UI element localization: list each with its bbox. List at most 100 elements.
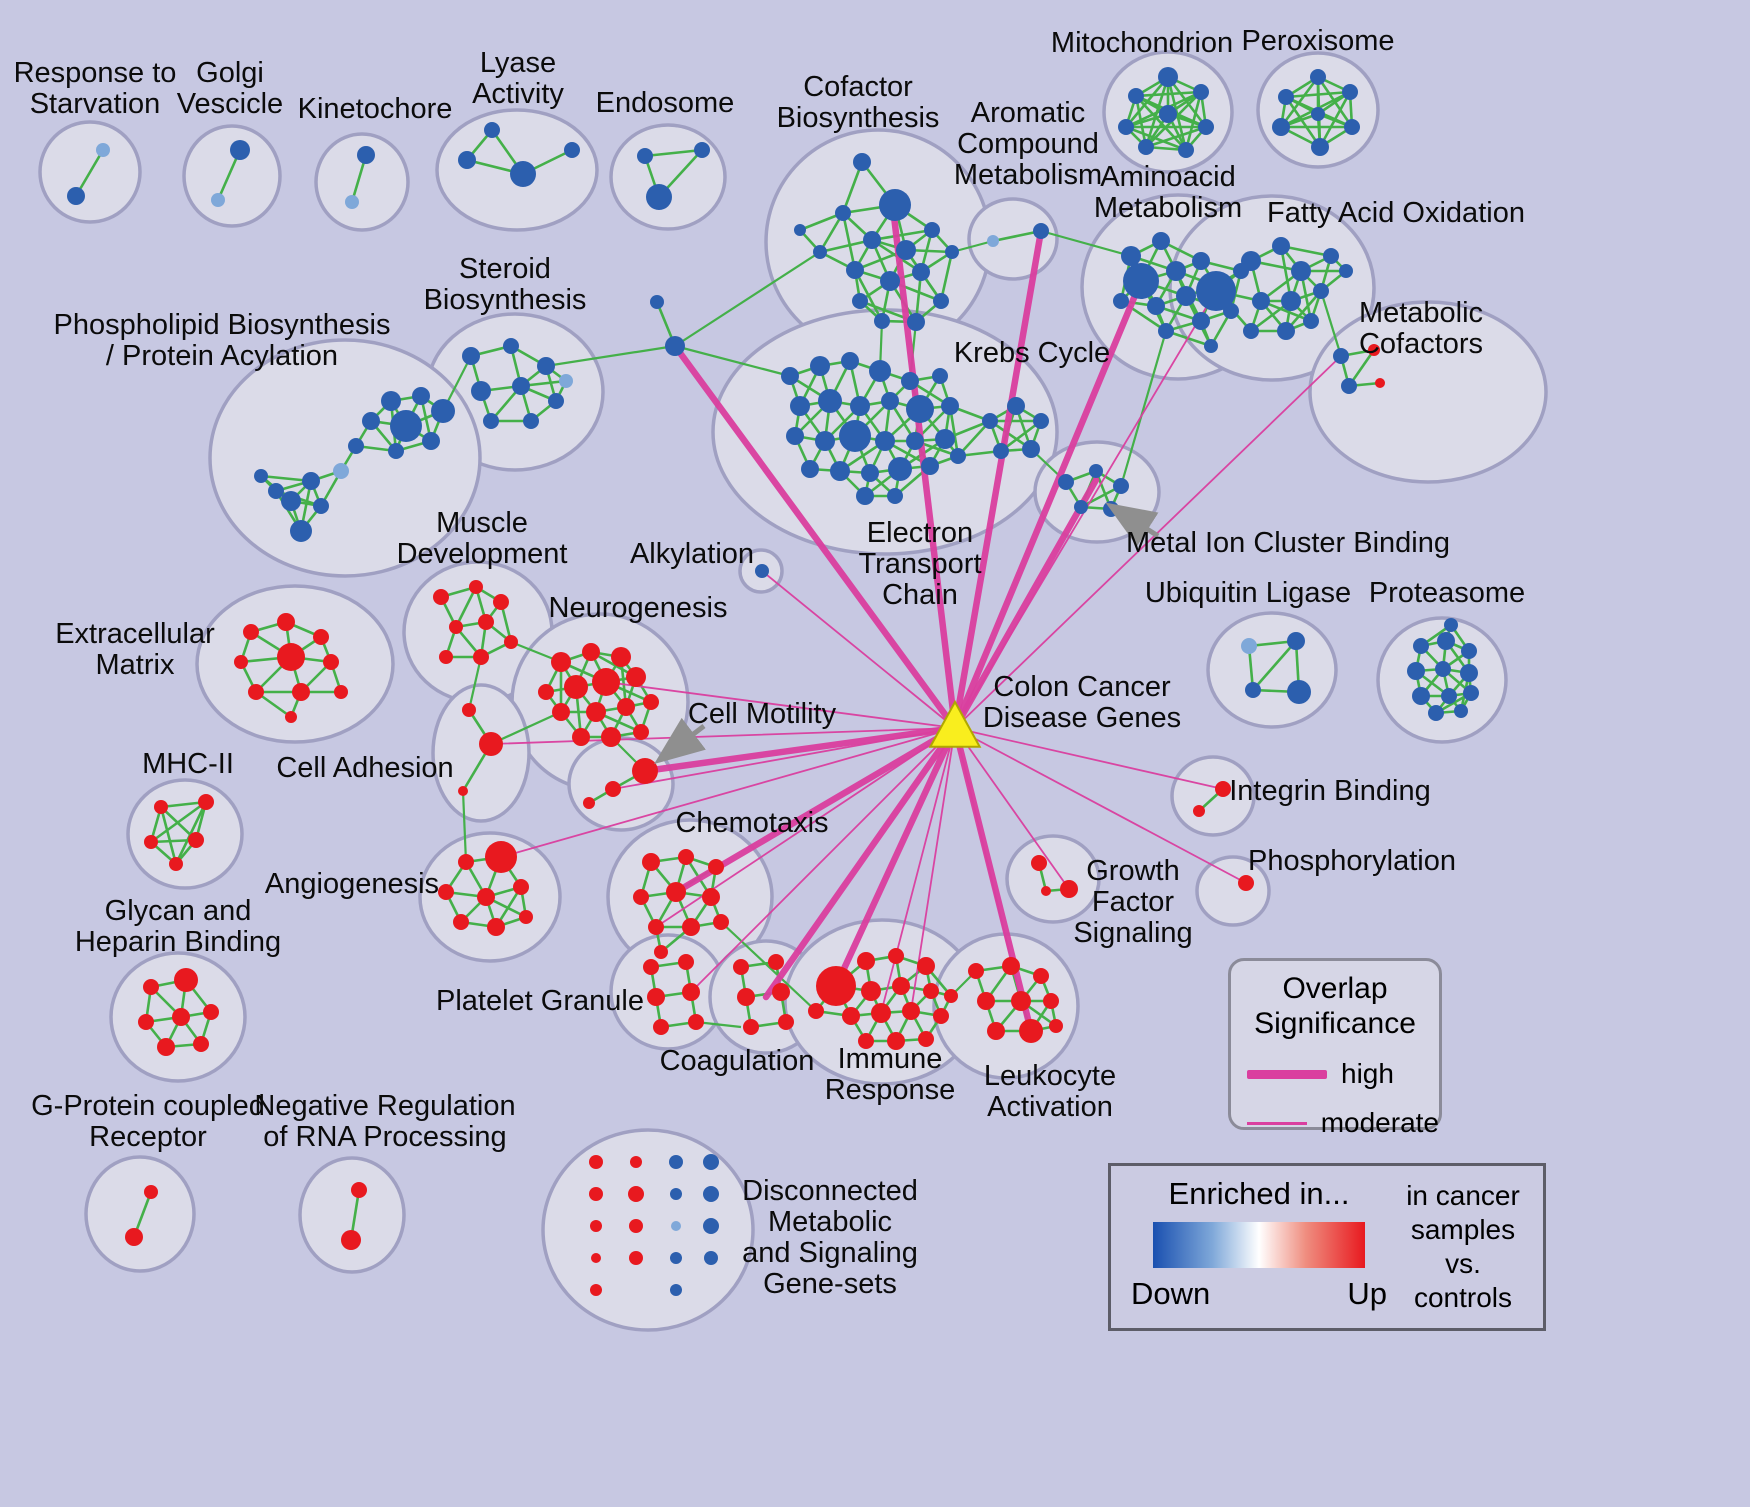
node-coagulation-2	[737, 988, 755, 1006]
node-mitochondrion-7	[1178, 142, 1194, 158]
node-phospholipid-biosynthesis-14	[254, 469, 268, 483]
node-platelet-granule-1	[678, 954, 694, 970]
node-electron-transport-chain-13	[815, 431, 835, 451]
node-peroxisome-3	[1272, 118, 1290, 136]
inter-cluster-edge	[951, 239, 994, 254]
node-cofactor-biosynthesis-14	[907, 313, 925, 331]
node-glycan-heparin-binding-2	[138, 1014, 154, 1030]
node-fatty-acid-oxidation-4	[1323, 248, 1339, 264]
node-proteasome-4	[1435, 661, 1451, 677]
node-electron-transport-chain-20	[861, 464, 879, 482]
node-alkylation-0	[755, 564, 769, 578]
cluster-bubble-mhc-ii	[126, 778, 244, 890]
node-muscle-development-1	[469, 580, 483, 594]
significance-link-high	[951, 476, 1100, 732]
node-immune-response-13	[918, 1031, 934, 1047]
node-phospholipid-biosynthesis-9	[302, 472, 320, 490]
node-fatty-acid-oxidation-1	[1241, 251, 1261, 271]
node-angiogenesis-4	[513, 879, 529, 895]
node-electron-transport-chain-6	[790, 396, 810, 416]
cluster-label-alkylation: Alkylation	[630, 538, 754, 570]
node-disconnected-gene-sets-0	[589, 1155, 603, 1169]
node-neurogenesis-13	[538, 684, 554, 700]
node-disconnected-gene-sets-2	[589, 1187, 603, 1201]
node-response-to-starvation-0	[96, 143, 110, 157]
node-disconnected-gene-sets-10	[703, 1154, 719, 1170]
node-leukocyte-activation-7	[1019, 1019, 1043, 1043]
node-electron-transport-chain-11	[941, 397, 959, 415]
node-extracellular-matrix-7	[292, 683, 310, 701]
cluster-bubble-negative-regulation-rna-processing	[298, 1156, 406, 1274]
node-peroxisome-5	[1344, 119, 1360, 135]
significance-link-high	[762, 724, 959, 1001]
cluster-bubble-disconnected-gene-sets	[541, 1128, 755, 1332]
gene-set-edge	[1184, 91, 1203, 151]
node-chemotaxis-3	[633, 889, 649, 905]
node-cofactor-biosynthesis-15	[794, 224, 806, 236]
gene-set-edge	[150, 800, 207, 844]
node-metal-ion-cluster-binding-2	[1113, 478, 1129, 494]
node-disconnected-gene-sets-12	[703, 1186, 719, 1202]
node-coagulation-1	[768, 954, 784, 970]
node-immune-response-15	[808, 1003, 824, 1019]
node-neurogenesis-11	[633, 724, 649, 740]
node-fatty-acid-oxidation-3	[1291, 261, 1311, 281]
node-muscle-development-2	[493, 594, 509, 610]
cluster-bubble-phosphorylation	[1195, 855, 1271, 927]
gene-set-edge	[1284, 96, 1322, 148]
node-immune-response-12	[887, 1032, 905, 1050]
gene-set-edge	[644, 148, 703, 158]
node-cell-motility-2	[583, 797, 595, 809]
node-cofactor-biosynthesis-11	[813, 245, 827, 259]
moderate-significance-line	[1247, 1121, 1307, 1125]
node-extracellular-matrix-3	[234, 655, 248, 669]
node-glycan-heparin-binding-6	[193, 1036, 209, 1052]
node-platelet-granule-3	[682, 983, 700, 1001]
node-muscle-development-6	[439, 650, 453, 664]
node-immune-response-9	[902, 1002, 920, 1020]
cluster-bubble-integrin-binding	[1170, 755, 1256, 837]
node-leukocyte-activation-8	[1049, 1019, 1063, 1033]
node-neurogenesis-7	[586, 702, 606, 722]
significance-link-moderate	[954, 727, 1247, 884]
node-phospholipid-biosynthesis-13	[290, 520, 312, 542]
node-electron-transport-chain-29	[993, 443, 1009, 459]
node-electron-transport-chain-18	[801, 460, 819, 478]
significance-link-moderate	[690, 727, 956, 993]
cluster-label-cell-motility: Cell Motility	[688, 698, 837, 730]
node-aminoacid-metabolism-3	[1166, 261, 1186, 281]
cluster-label-neurogenesis: Neurogenesis	[549, 592, 728, 624]
cluster-label-platelet-granule: Platelet Granule	[436, 985, 644, 1017]
node-immune-response-4	[861, 981, 881, 1001]
node-fatty-acid-oxidation-8	[1243, 323, 1259, 339]
node-angiogenesis-2	[438, 884, 454, 900]
node-cofactor-biosynthesis-0	[853, 153, 871, 171]
node-steroid-biosynthesis-3	[471, 381, 491, 401]
up-label: Up	[1347, 1276, 1387, 1311]
node-cell-adhesion-0	[462, 703, 476, 717]
node-lyase-activity-0	[484, 122, 500, 138]
node-aminoacid-metabolism-12	[1204, 339, 1218, 353]
node-aminoacid-metabolism-11	[1113, 293, 1129, 309]
node-chemotaxis-2	[708, 859, 724, 875]
node-extracellular-matrix-9	[285, 711, 297, 723]
node-peroxisome-1	[1278, 89, 1294, 105]
node-steroid-biosynthesis-0	[462, 347, 480, 365]
hub-triangle-colon-cancer-disease-genes	[928, 699, 982, 748]
node-leukocyte-activation-0	[968, 963, 984, 979]
node-mitochondrion-3	[1118, 119, 1134, 135]
node-mitochondrion-0	[1158, 67, 1178, 87]
node-electron-transport-chain-27	[1007, 397, 1025, 415]
cluster-bubble-aromatic-compound-metabolism	[967, 197, 1059, 281]
node-fatty-acid-oxidation-7	[1313, 283, 1329, 299]
node-electron-transport-chain-22	[921, 457, 939, 475]
